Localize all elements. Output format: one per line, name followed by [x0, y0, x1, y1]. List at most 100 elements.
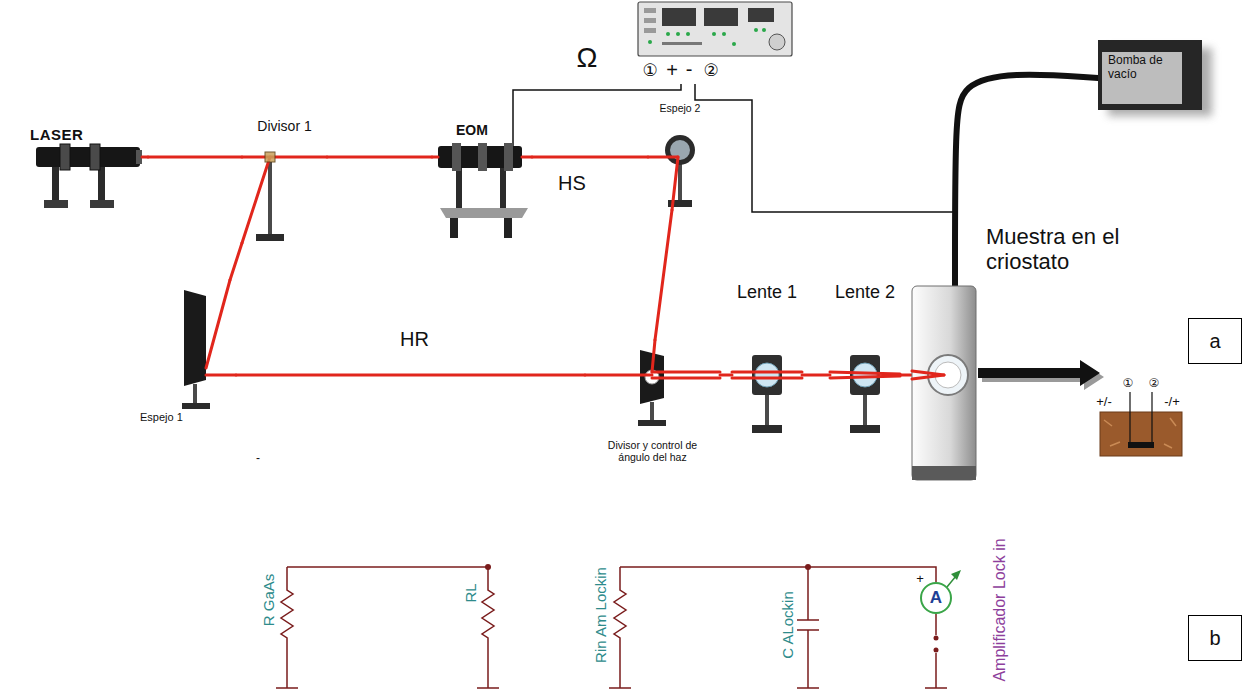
terminal-sign: -: [686, 59, 693, 79]
instrument-display: [748, 8, 774, 22]
label-text: -: [686, 58, 693, 80]
node-label: Espejo 1: [140, 411, 183, 424]
switch-contact: [934, 636, 939, 641]
mount-base: [752, 425, 782, 433]
mount-post: [678, 164, 682, 200]
label-text: Ω: [577, 42, 598, 73]
component-drawing: [242, 118, 327, 248]
circuit-wire: [287, 566, 488, 568]
lens: Lente 2: [830, 282, 900, 442]
instrument-led: [762, 28, 766, 32]
node-label: Divisor 1: [257, 118, 311, 134]
label-text: +/-: [1096, 394, 1112, 409]
instrument-display: [704, 8, 738, 26]
component-drawing: [432, 120, 532, 245]
resistor-symbol: [614, 567, 626, 688]
sample-chip: [1128, 442, 1154, 448]
component-drawing: [830, 282, 900, 442]
mirror: Espejo 2: [648, 102, 712, 210]
laser-beam: [532, 156, 648, 159]
component-drawing: [732, 282, 802, 442]
contact-wire: [1130, 392, 1152, 446]
lockin-instrument: [638, 2, 792, 56]
label-text: -: [256, 451, 260, 465]
switch-contact: [934, 648, 939, 653]
label-text: ②: [1149, 376, 1160, 390]
mount-base: [638, 420, 666, 426]
mount-post: [500, 168, 506, 208]
laser-beam: [652, 340, 655, 372]
terminal-sign: +: [666, 60, 678, 80]
laser-beam: [206, 374, 236, 377]
instrument-led: [754, 28, 758, 32]
lens-holder: [850, 355, 880, 395]
laser-beam: [242, 156, 327, 159]
beam-label-text: HR: [398, 328, 431, 350]
node-label: A: [930, 588, 942, 608]
mount-post: [456, 168, 462, 208]
laser-beam: [206, 280, 230, 368]
laser-beam: [522, 156, 532, 159]
node-label: Bomba de vacío: [1108, 54, 1172, 82]
laser-beam: [672, 157, 678, 210]
laser-beam: [912, 375, 944, 379]
beam-splitter: Divisor 1: [242, 118, 327, 248]
laser-beam: [652, 371, 720, 374]
laser-beam: [242, 157, 270, 243]
capacitor-symbol: [797, 567, 819, 688]
label-text: RL: [462, 583, 479, 602]
laser-beam: [648, 156, 678, 159]
mount-base: [850, 425, 880, 433]
node-label: Lente 2: [835, 282, 895, 303]
instrument-knob: [769, 34, 785, 50]
mount-post: [193, 384, 197, 404]
meter-arrowhead: [951, 570, 961, 580]
instrument-led: [666, 32, 670, 36]
junction-dot: [805, 564, 811, 570]
laser-beam: [142, 156, 148, 159]
laser-beam: [900, 374, 912, 377]
mirror-mount: [665, 135, 695, 165]
label-text: Rin Am Lockin: [592, 567, 609, 663]
pump-plate: [1102, 52, 1182, 104]
splitter-mirror: Divisor y control de ángulo del haz: [585, 340, 720, 465]
ammeter-circle: A: [920, 582, 952, 614]
label-text: +: [666, 59, 678, 81]
label-text: C ALockin: [779, 591, 796, 659]
node-label: Lente 1: [737, 282, 797, 303]
mount-post: [52, 166, 59, 202]
mount-post: [650, 402, 654, 420]
ground-symbol: [276, 687, 499, 689]
terminal-number: ②: [1149, 377, 1160, 389]
beam-label-text: HS: [556, 172, 588, 194]
tube-ring: [60, 144, 70, 170]
resistor-symbol: [482, 567, 494, 688]
instrument-led: [648, 40, 652, 44]
beam-label: HS: [556, 173, 588, 193]
node-label: a: [1209, 330, 1220, 353]
node-label: Divisor y control de ángulo del haz: [597, 439, 709, 463]
lens-glass: [853, 363, 877, 387]
component-drawing: [128, 280, 236, 426]
lens-glass: [755, 363, 779, 387]
instrument-display: [662, 8, 696, 26]
cryostat: Muestra en el criostato: [912, 286, 978, 482]
signal-wire: [513, 84, 681, 146]
vacuum-pump: Bomba de vacío: [1098, 40, 1208, 112]
stray-mark: -: [256, 452, 260, 464]
node-label: Muestra en el criostato: [986, 224, 1166, 275]
label-text: -/+: [1164, 394, 1180, 409]
label-text: ②: [703, 60, 718, 80]
polarity-label: -/+: [1164, 395, 1180, 408]
panel-label-box: b: [1188, 615, 1242, 661]
polarity-label: +: [916, 572, 924, 585]
detail-arrow: [978, 360, 1100, 386]
ground-symbol: [609, 687, 947, 689]
tube-ring: [90, 144, 100, 170]
component-drawing: [912, 286, 978, 482]
laser-tube: [36, 147, 140, 167]
laser-beam: [830, 372, 900, 374]
mirror: Espejo 1: [128, 280, 236, 426]
panel-label-box: a: [1188, 318, 1242, 364]
mount-base: [256, 234, 284, 241]
